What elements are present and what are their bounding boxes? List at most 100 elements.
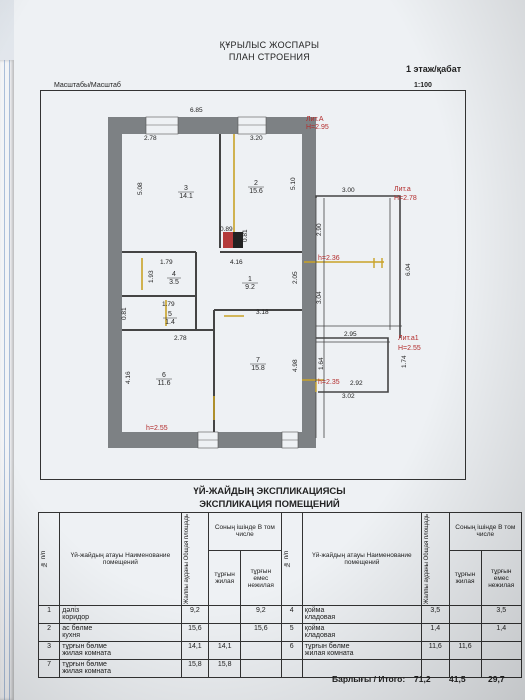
room-labels: 3 14.1 2 15.6 4 3.5 1 9.2 5 1.4 6 11.6 7…: [156, 180, 266, 387]
room-total-area: 15,6: [180, 623, 210, 643]
room-4-area: 3.5: [169, 279, 179, 286]
empty-cell: [448, 659, 482, 679]
col-nonliving-left: тұрғын емес нежилая: [240, 549, 282, 607]
room-6-area: 11.6: [157, 380, 170, 387]
row-number: 3: [37, 641, 61, 661]
dim-0-89: 0.89: [220, 226, 233, 233]
row-number: 2: [37, 623, 61, 643]
room-living-area: 11,6: [448, 641, 482, 661]
room-total-area: 11,6: [420, 641, 450, 661]
lit-a-ext-h: H=2.78: [394, 195, 417, 202]
col-num-left: № п/п: [37, 511, 61, 607]
explication-title-ru: ЭКСПЛИКАЦИЯ ПОМЕЩЕНИЙ: [199, 499, 340, 510]
col-living-right: тұрғын жилая: [448, 549, 482, 607]
chimney: [233, 232, 243, 248]
room-3-area: 14.1: [179, 193, 193, 200]
height-2-36: h=2.36: [318, 255, 340, 262]
total-nonliving: 29,7: [488, 674, 505, 684]
room-living-area: [208, 623, 242, 643]
scale-label: Масштабы/Масштаб: [54, 82, 121, 89]
room-total-area: 14,1: [180, 641, 210, 661]
room-nonliving-area: [240, 659, 282, 679]
dim-3-20: 3.20: [250, 135, 263, 142]
lit-a1: Лит.а1: [398, 335, 419, 342]
lit-a-main: Лит.А: [306, 116, 324, 123]
room-2-number: 2: [254, 180, 258, 187]
empty-cell: [301, 659, 422, 679]
dim-2-78-top: 2.78: [144, 135, 157, 142]
room-living-area: 14,1: [208, 641, 242, 661]
dim-3-18: 3.18: [256, 309, 269, 316]
dim-0-81: 0.81: [242, 229, 249, 242]
room-name-ru: кладовая: [304, 614, 336, 622]
plan-sheet: ҚҰРЫЛЫС ЖОСПАРЫ ПЛАН СТРОЕНИЯ 1 этаж/қаб…: [14, 0, 525, 700]
dim-1-79-b: 1.79: [162, 301, 175, 308]
room-total-area: 3,5: [420, 605, 450, 625]
dim-1-79-a: 1.79: [160, 259, 173, 266]
outer-walls: [108, 117, 316, 448]
room-name-ru: кладовая: [304, 632, 336, 640]
lit-a-ext: Лит.а: [394, 186, 411, 193]
dim-2-05: 2.05: [292, 271, 299, 284]
dim-3-02: 3.02: [342, 393, 355, 400]
col-name-right: Үй-жайдың атауы Наименование помещений: [301, 511, 422, 607]
dim-2-78-b: 2.78: [174, 335, 187, 342]
room-name-kz: тұрғын бөлме: [304, 643, 350, 651]
room-2-area: 15.6: [249, 188, 263, 195]
room-living-area: [208, 605, 242, 625]
col-living-left: тұрғын жилая: [208, 549, 242, 607]
col-name-left: Үй-жайдың атауы Наименование помещений: [59, 511, 182, 607]
inner-walls: [122, 134, 302, 432]
extension-walls: [315, 195, 401, 393]
row-number: 6: [280, 641, 303, 661]
dim-2-95: 2.95: [344, 331, 357, 338]
room-name-kz: дәліз: [62, 607, 80, 615]
room-3-number: 3: [184, 185, 188, 192]
room-nonliving-area: 15,6: [240, 623, 282, 643]
room-total-area: 1,4: [420, 623, 450, 643]
explication-table: № п/п Үй-жайдың атауы Наименование помещ…: [37, 511, 523, 679]
room-nonliving-area: 9,2: [240, 605, 282, 625]
room-living-area: [448, 605, 482, 625]
room-7-number: 7: [256, 357, 260, 364]
dim-5-10: 5.10: [290, 177, 297, 190]
empty-cell: [280, 659, 303, 679]
stove: [223, 232, 233, 248]
room-name-ru: коридор: [62, 614, 89, 622]
col-incl-left: Соның ішінде В том числе: [208, 512, 282, 551]
floor-plan: 6.85 2.78 3.20 5.08 5.10 3.00 2.90 0.89 …: [108, 107, 421, 449]
room-living-area: [448, 623, 482, 643]
door-openings: [141, 134, 384, 420]
room-name-ru: жилая комната: [304, 650, 354, 658]
dim-4-98: 4.98: [292, 359, 299, 372]
col-incl-right: Соның ішінде В том числе: [448, 512, 523, 551]
total-all: 71,2: [414, 674, 431, 684]
room-name-kz: тұрғын бөлме: [62, 643, 107, 651]
room-5-number: 5: [168, 311, 172, 318]
room-total-area: 15,8: [180, 659, 210, 679]
title-ru: ПЛАН СТРОЕНИЯ: [228, 52, 311, 62]
adjacent-page-edge: [0, 60, 14, 700]
total-living: 41,5: [449, 674, 466, 684]
room-4-number: 4: [172, 271, 176, 278]
dim-2-92: 2.92: [350, 380, 363, 387]
row-number: 4: [280, 605, 303, 625]
room-name-ru: жилая комната: [62, 668, 112, 676]
room-name-ru: жилая комната: [62, 650, 112, 658]
room-name-kz: қойма: [304, 625, 325, 633]
room-6-number: 6: [162, 372, 166, 379]
dim-1-74: 1.74: [401, 355, 408, 368]
total-label: Барлығы / Итого:: [332, 674, 406, 684]
col-total-right: Жалпы ауданы Общая площадь: [420, 511, 450, 607]
empty-cell: [480, 659, 522, 679]
